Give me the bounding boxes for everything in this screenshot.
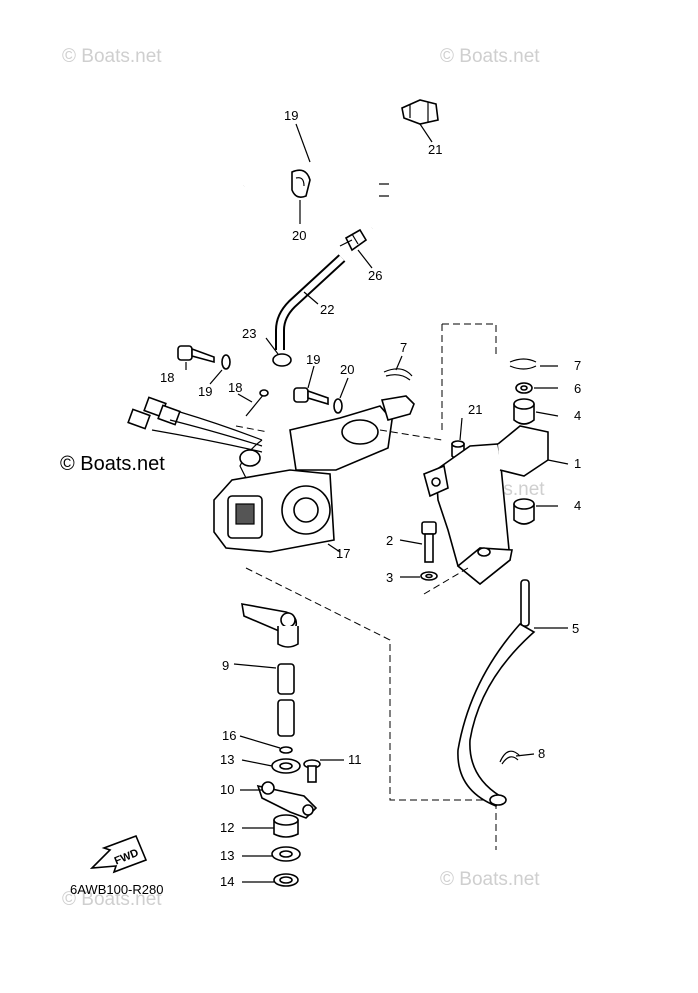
callout-9: 9 bbox=[222, 658, 229, 673]
guide-pin-17 bbox=[235, 425, 269, 433]
bracket-1 bbox=[423, 425, 549, 586]
watermark-bottom-left: © Boats.net bbox=[62, 889, 162, 910]
callout-3: 3 bbox=[386, 570, 393, 585]
callout-1: 1 bbox=[574, 456, 581, 471]
watermark-bottom-right: © Boats.net bbox=[440, 869, 540, 890]
callout-12: 12 bbox=[220, 820, 234, 835]
washer-3 bbox=[420, 571, 438, 581]
callout-13-lower: 13 bbox=[220, 848, 234, 863]
washer-19-left bbox=[221, 354, 231, 370]
bolt-11 bbox=[303, 759, 321, 783]
callout-16: 17 bbox=[336, 546, 350, 561]
joint-26 bbox=[339, 228, 368, 252]
arm-upper bbox=[241, 603, 299, 648]
hose-23 bbox=[242, 113, 389, 230]
callout-14: 14 bbox=[220, 874, 234, 889]
callout-26: 26 bbox=[368, 268, 382, 283]
callout-20: 21 bbox=[468, 402, 482, 417]
clip-22 bbox=[272, 353, 292, 367]
callout-25: 21 bbox=[428, 142, 442, 157]
callout-4-top: 4 bbox=[574, 408, 581, 423]
hose-21 bbox=[275, 254, 346, 350]
callout-10: 10 bbox=[220, 782, 234, 797]
callout-15: 16 bbox=[222, 728, 236, 743]
callout-7-right: 7 bbox=[574, 358, 581, 373]
washer-13-upper bbox=[271, 758, 301, 774]
callout-13-upper: 13 bbox=[220, 752, 234, 767]
clip-14 bbox=[273, 873, 299, 887]
leader-lines bbox=[185, 123, 569, 883]
bushing-4-bottom bbox=[513, 498, 535, 525]
callout-4-bottom: 4 bbox=[574, 498, 581, 513]
bolt-18-right bbox=[293, 387, 329, 406]
guide-washer-3 bbox=[423, 567, 469, 595]
callout-7-left: 7 bbox=[400, 340, 407, 355]
callout-11: 11 bbox=[348, 752, 362, 767]
callout-23: 19 bbox=[284, 108, 298, 123]
bolt-2 bbox=[421, 521, 437, 563]
arm-10 bbox=[256, 781, 318, 819]
o-ring-15 bbox=[279, 746, 293, 754]
bushing-4-top bbox=[513, 398, 535, 425]
callout-19-right: 20 bbox=[340, 362, 354, 377]
actuator-16 bbox=[213, 395, 415, 553]
callout-5: 5 bbox=[572, 621, 579, 636]
callout-19-left: 19 bbox=[198, 384, 212, 399]
pin-17 bbox=[245, 389, 269, 417]
clamp-25 bbox=[401, 99, 439, 125]
watermark-top-left: © Boats.net bbox=[62, 46, 162, 67]
guide-top-right bbox=[442, 323, 497, 356]
callout-22: 23 bbox=[242, 326, 256, 341]
callout-18-left: 18 bbox=[160, 370, 174, 385]
watermark-top-right: © Boats.net bbox=[440, 46, 540, 67]
washer-19-right bbox=[333, 398, 343, 414]
washer-13-lower bbox=[271, 846, 301, 862]
callout-8: 8 bbox=[538, 746, 545, 761]
clip-24 bbox=[291, 169, 311, 198]
wire-harness bbox=[127, 396, 263, 453]
cotter-pin-7-left bbox=[383, 368, 413, 381]
callout-21: 22 bbox=[320, 302, 334, 317]
callout-2: 2 bbox=[386, 533, 393, 548]
watermark-main: © Boats.net bbox=[60, 453, 165, 475]
bushing-12 bbox=[273, 814, 299, 838]
callout-18-right: 19 bbox=[306, 352, 320, 367]
guide-lower bbox=[245, 567, 497, 850]
shaft-9 bbox=[277, 663, 295, 737]
diagram-code: 6AWB100-R280 bbox=[70, 882, 163, 897]
callout-6: 6 bbox=[574, 381, 581, 396]
washer-6 bbox=[515, 382, 533, 394]
fwd-arrow: FWD bbox=[89, 834, 148, 874]
cotter-pin-7-right bbox=[509, 358, 537, 370]
callout-24: 20 bbox=[292, 228, 306, 243]
bolt-18-left bbox=[177, 345, 215, 364]
callout-17: 18 bbox=[228, 380, 242, 395]
cotter-pin-8 bbox=[499, 750, 521, 765]
link-rod-5 bbox=[457, 579, 536, 808]
